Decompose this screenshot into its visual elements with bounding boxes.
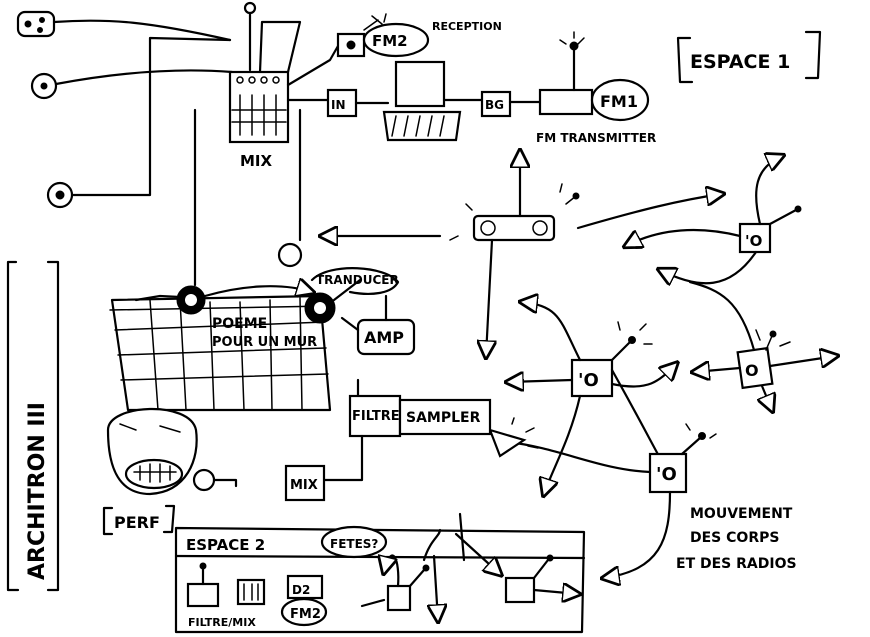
- arrow-sm-down: [544, 394, 582, 494]
- sampler-box: SAMPLER: [398, 398, 492, 436]
- mouvement-line2: DES CORPS: [690, 530, 779, 546]
- mouvement-line3: ET DES RADIOS: [676, 556, 797, 572]
- arrow-srm-left: [694, 368, 742, 372]
- arrow-sm-right: [610, 364, 676, 388]
- speaker-middle: 'O: [570, 321, 653, 398]
- espace2-devices: D2 FM2 FILTRE/MIX: [186, 554, 554, 629]
- fm-transmitter-label: FM TRANSMITTER: [536, 131, 656, 145]
- sampler-label: SAMPLER: [406, 410, 481, 426]
- link-slr-sampler: [506, 440, 652, 474]
- mix-bottom-label: MIX: [290, 478, 318, 493]
- link-e2: [360, 598, 386, 608]
- mic-device-icon: [16, 10, 56, 38]
- svg-text:'O: 'O: [578, 370, 599, 391]
- cable-mid: [54, 69, 234, 86]
- architron-label: ARCHITRON III: [25, 402, 50, 580]
- fm-transmitter: FM1 FM TRANSMITTER: [536, 31, 656, 145]
- amp-label: AMP: [364, 328, 404, 347]
- filtre-mix-label: FILTRE/MIX: [188, 616, 256, 629]
- fetes-label: FETES?: [330, 537, 378, 551]
- filtre-label: FILTRE: [352, 409, 400, 424]
- cable-to-fm2: [286, 44, 340, 87]
- mouvement-line1: MOUVEMENT: [690, 506, 793, 522]
- speaker-lower-right: 'O: [648, 423, 717, 494]
- arrow-e2-f: [532, 590, 578, 594]
- arrow-slr-down: [604, 490, 672, 578]
- arrow-e2-b: [422, 528, 442, 562]
- architron-bracket: ARCHITRON III: [6, 260, 60, 592]
- cable-filtre-mix: [322, 434, 364, 482]
- mix-top-label: MIX: [240, 152, 273, 170]
- arrow-srm-link: [688, 280, 756, 352]
- arrow-speaker-rt-up: [755, 156, 782, 226]
- mixer-top: MIX: [228, 70, 290, 170]
- espace1-label: ESPACE 1: [690, 51, 790, 73]
- arrow-speaker-rt-left: [626, 228, 742, 246]
- mixer-cable-loop: [258, 20, 302, 74]
- wall-grid: [109, 294, 332, 412]
- cable-perf-mix: [212, 478, 238, 488]
- center-speaker-box: [449, 183, 580, 242]
- performer-face-icon: [106, 407, 198, 496]
- svg-text:D2: D2: [292, 583, 310, 597]
- arrow-right-center: [576, 194, 722, 230]
- arrow-transducer: [203, 286, 312, 296]
- reception-label: RECEPTION: [432, 20, 502, 33]
- arrow-e2-e: [458, 512, 466, 562]
- fm2-top-label: FM2: [372, 32, 408, 50]
- arrow-e2-d: [434, 554, 438, 620]
- bg-label: BG: [485, 98, 504, 112]
- in-box: IN: [326, 88, 358, 118]
- perf-label: PERF: [114, 513, 160, 532]
- fm2-receiver: FM2 RECEPTION: [336, 13, 502, 58]
- mic-perf-icon: [192, 468, 216, 492]
- espace2-label: ESPACE 2: [186, 536, 265, 554]
- laptop-icon: [382, 60, 462, 142]
- speaker-right-mid: O: [736, 329, 791, 390]
- arrow-sm-link: [610, 368, 662, 460]
- cable-transducer: [332, 278, 362, 302]
- triangle-speaker-icon: [488, 417, 539, 458]
- svg-text:O: O: [745, 361, 759, 380]
- fm2-bottom-label: FM2: [290, 607, 321, 622]
- arrow-e2-a: [384, 556, 400, 588]
- arrow-srm-right: [768, 356, 836, 366]
- mixer-bottom: MIX: [284, 464, 326, 502]
- arrow-down-center: [486, 238, 492, 356]
- in-label: IN: [331, 98, 346, 112]
- espace2-box: ESPACE 2 FETES?: [174, 525, 586, 634]
- speaker-mid-icon: [277, 242, 303, 268]
- filtre-box: FILTRE: [348, 394, 402, 438]
- arrow-speaker-rt-down: [660, 250, 758, 283]
- transducer-bubble: TRANDUCER: [310, 267, 400, 295]
- arrow-srm-down: [762, 384, 772, 410]
- bg-box: BG: [480, 90, 512, 118]
- pour-un-mur-label: POUR UN MUR: [212, 335, 317, 350]
- svg-text:'O: 'O: [656, 464, 677, 485]
- fm1-label: FM1: [600, 92, 638, 111]
- amp-box: AMP: [356, 318, 416, 356]
- arrow-sm-up: [522, 302, 582, 362]
- perf-bracket: PERF: [102, 504, 176, 536]
- svg-text:'O: 'O: [745, 232, 762, 250]
- amp-cables: [340, 294, 388, 332]
- transducer-label: TRANDUCER: [316, 273, 399, 287]
- espace1-bracket: ESPACE 1: [676, 30, 822, 84]
- poeme-label: POEME: [212, 316, 267, 332]
- cable-top: [52, 19, 232, 42]
- arrow-sm-left: [508, 380, 574, 382]
- cable-left: [70, 36, 232, 197]
- speaker-right-top: 'O: [738, 205, 802, 254]
